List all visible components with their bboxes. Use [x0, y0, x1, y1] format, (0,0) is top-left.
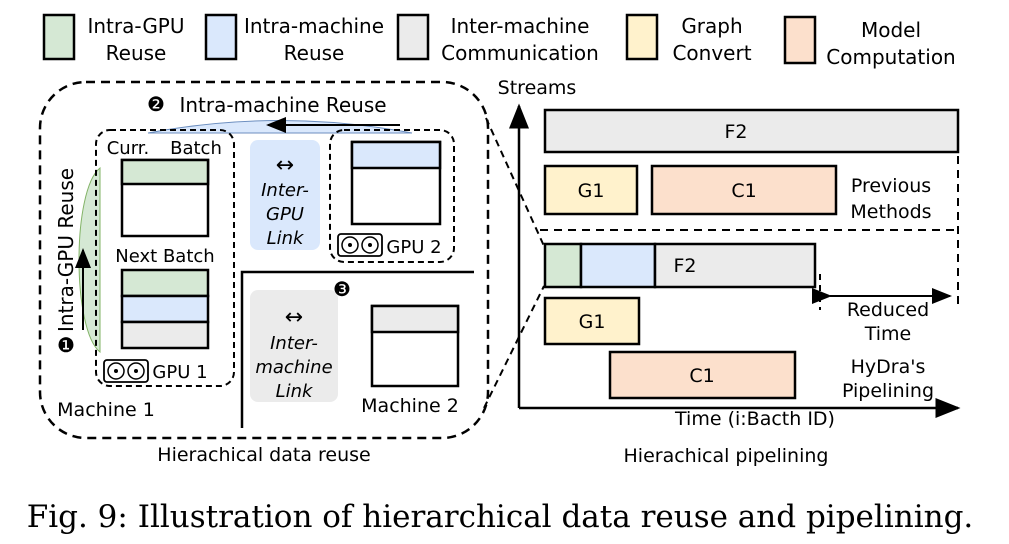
reduced-time-label-1: Reduced [847, 299, 929, 321]
gpu2-reused-block [350, 140, 442, 170]
hydra-c1-label: C1 [689, 365, 714, 387]
prev-c1-bar [650, 164, 838, 216]
marker-3: ❸ [333, 277, 351, 301]
hydra-f2-blue [579, 242, 657, 289]
reduced-time-label-2: Time [864, 323, 912, 345]
legend-swatch-intra-machine [204, 13, 238, 61]
inter-gpu-link-arrow-icon: ↔ [276, 153, 294, 178]
machine2-label: Machine 2 [361, 395, 459, 417]
inter-machine-link-label-1: Inter- [270, 333, 318, 354]
intra-machine-reuse-band [147, 120, 413, 134]
legend-label-intra-gpu-2: Reuse [106, 41, 167, 65]
prev-f2-bar [543, 108, 960, 154]
hydra-f2-green [543, 242, 583, 289]
legend-swatch-inter-machine [396, 13, 430, 61]
data-reuse-panel: ❷ Intra-machine Reuse Intra-GPU Reuse ❶ … [38, 80, 490, 466]
legend-label-graph-convert-1: Graph [681, 14, 742, 38]
legend-item-model-computation: Model Computation [783, 15, 956, 69]
legend-label-inter-machine-2: Communication [441, 41, 599, 65]
legend-label-graph-convert-2: Convert [672, 41, 751, 65]
next-batch-label: Next Batch [115, 246, 214, 267]
marker-2: ❷ [147, 92, 165, 116]
hydra-c1-bar [608, 350, 797, 400]
prev-g1-bar [543, 164, 639, 216]
curr-batch-reused-block [120, 158, 210, 186]
gpu1-dashed-box [95, 129, 235, 387]
legend: Intra-GPU Reuse Intra-machine Reuse Inte… [42, 13, 956, 69]
outer-dashed-frame [38, 80, 490, 440]
prev-g1-label: G1 [578, 180, 605, 202]
legend-label-model-computation-2: Computation [826, 45, 955, 69]
machine1-label: Machine 1 [57, 399, 155, 421]
prev-f2-label: F2 [724, 121, 747, 143]
inter-machine-link-label-2: machine [255, 357, 332, 378]
legend-item-inter-machine: Inter-machine Communication [396, 13, 599, 65]
gpu-card-icon [337, 233, 383, 257]
legend-label-intra-machine-2: Reuse [284, 41, 345, 65]
marker-1: ❶ [57, 333, 75, 357]
legend-swatch-intra-gpu [42, 13, 76, 61]
legend-label-model-computation-1: Model [861, 18, 921, 42]
inter-machine-link-arrow-icon: ↔ [285, 305, 303, 330]
next-batch-green-block [120, 268, 210, 298]
gpu-card-icon [103, 359, 149, 383]
machine2-gray-block [370, 304, 460, 334]
inter-machine-link-label-3: Link [276, 381, 314, 402]
legend-item-graph-convert: Graph Convert [625, 13, 752, 65]
intra-machine-reuse-label: Intra-machine Reuse [179, 93, 386, 117]
figure-caption: Fig. 9: Illustration of hierarchical dat… [27, 499, 974, 535]
legend-item-intra-gpu: Intra-GPU Reuse [42, 13, 185, 65]
machine-separator [240, 270, 474, 428]
inter-gpu-link-label-2: GPU [266, 204, 304, 225]
inter-gpu-link-label-3: Link [267, 228, 305, 249]
pipelining-caption: Hierachical pipelining [624, 445, 829, 467]
hydra-f2-gray [653, 242, 817, 289]
hydra-g1-label: G1 [579, 311, 606, 333]
legend-swatch-graph-convert [625, 13, 659, 61]
legend-label-intra-machine-1: Intra-machine [244, 14, 384, 38]
next-batch-blue-block [120, 294, 210, 324]
inter-gpu-link-label-1: Inter- [261, 180, 309, 201]
data-reuse-caption: Hierachical data reuse [157, 444, 370, 466]
hydra-g1-bar [543, 296, 641, 346]
pipelining-panel: Streams Time (i:Bacth ID) F2 G1 C1 Previ… [498, 77, 961, 467]
previous-methods-label-1: Previous [851, 175, 931, 197]
legend-swatch-model-computation [783, 15, 817, 65]
gpu2-label: GPU 2 [386, 237, 441, 258]
gpu2-dashed-box [329, 129, 455, 263]
intra-gpu-reuse-label: Intra-GPU Reuse [54, 168, 78, 332]
streams-axis-label: Streams [498, 77, 577, 99]
batch-label: Batch [170, 138, 222, 159]
hydra-pipelining-label-2: Pipelining [842, 380, 934, 402]
zoom-lines [483, 117, 545, 409]
previous-methods-label-2: Methods [850, 201, 931, 223]
legend-label-intra-gpu-1: Intra-GPU [87, 14, 184, 38]
inter-machine-link-bg [250, 290, 338, 402]
gpu1-label: GPU 1 [152, 362, 207, 383]
inter-gpu-link-bg [250, 140, 320, 250]
time-axis-label: Time (i:Bacth ID) [674, 408, 835, 430]
hydra-pipelining-label-1: HyDra's [851, 356, 926, 378]
hydra-f2-label: F2 [673, 255, 696, 277]
legend-item-intra-machine: Intra-machine Reuse [204, 13, 384, 65]
curr-label: Curr. [107, 138, 150, 159]
next-batch-gray-block [120, 320, 210, 350]
legend-label-inter-machine-1: Inter-machine [451, 14, 590, 38]
prev-c1-label: C1 [731, 180, 756, 202]
